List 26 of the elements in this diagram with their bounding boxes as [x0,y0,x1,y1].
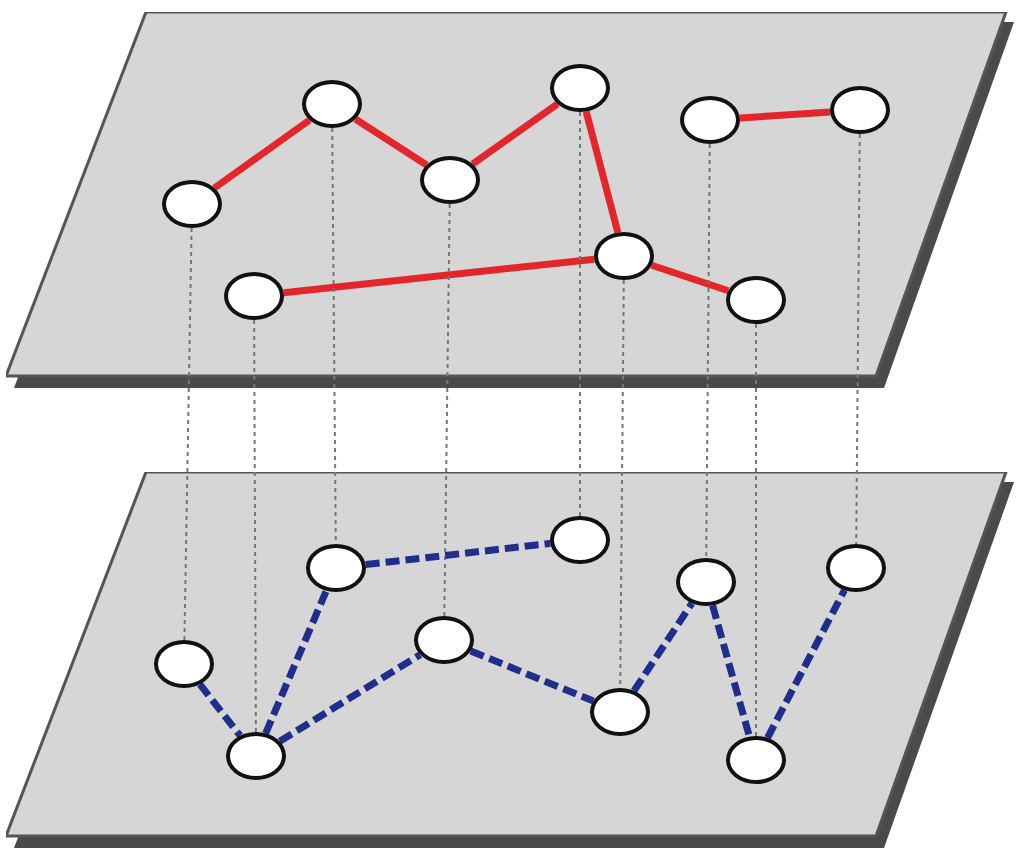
network-layer-plane [6,472,1016,852]
dashed-link-line [277,651,423,745]
link-line [739,108,831,122]
link-line [470,101,560,167]
dotted-connector-line [183,227,193,641]
dashed-link-line [469,647,595,705]
dotted-connector-line [253,319,257,733]
dotted-connector-line [705,143,711,559]
dotted-connector-line [855,133,861,545]
dotted-connector-line [619,279,625,689]
dashed-link-line [197,682,243,738]
link-line [650,261,730,295]
dotted-connector-line [443,203,451,617]
dashed-link-line [709,604,753,738]
dashed-link-line [764,588,848,740]
dotted-connector-line [755,323,757,737]
dashed-link-line [631,601,695,693]
dashed-link-line [365,539,551,569]
dotted-connector-line [331,127,337,545]
link-line [582,110,622,234]
link-line [283,255,595,297]
link-line [353,116,429,168]
dotted-connector-line [579,111,581,517]
dashed-link-line [262,589,330,735]
link-line [212,117,312,191]
network-layer-plane [6,12,1016,392]
